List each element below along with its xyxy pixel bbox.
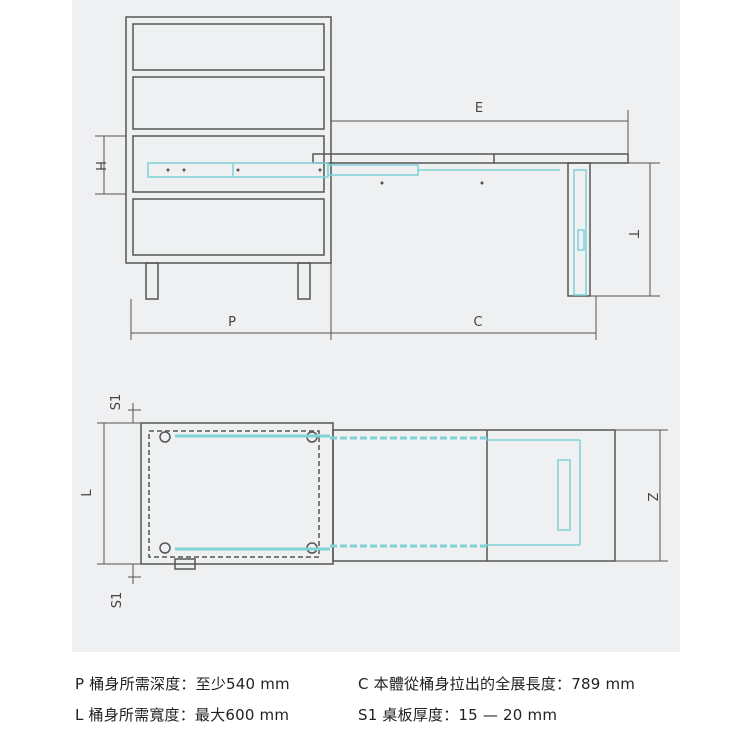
technical-drawing: E H T P C S1 L Z S1 <box>80 16 668 609</box>
table-board-top <box>332 429 616 562</box>
top-dimensions <box>97 403 668 584</box>
side-view <box>125 16 629 300</box>
table-board <box>312 153 629 164</box>
spec-depth-p: P 桶身所需深度：至少540 mm <box>75 675 290 693</box>
shelf-compartment-2 <box>132 76 325 130</box>
dim-label-T: T <box>625 229 640 238</box>
dim-label-L: L <box>80 489 95 497</box>
spec-width-l: L 桶身所需寬度：最大600 mm <box>75 706 290 724</box>
dim-label-H: H <box>92 161 107 171</box>
top-rails <box>175 434 581 551</box>
rail-extension <box>327 164 419 176</box>
dim-label-Z: Z <box>644 493 659 502</box>
side-dimensions <box>95 110 660 340</box>
support-leg <box>567 162 591 297</box>
shelf-compartment-3 <box>132 135 325 193</box>
dim-label-E: E <box>475 101 483 116</box>
leg-mechanism <box>573 169 587 296</box>
dim-label-C: C <box>473 315 482 330</box>
dim-label-S1-bottom: S1 <box>110 592 125 609</box>
cabinet-outline <box>125 16 332 264</box>
cabinet-leg-left <box>145 262 159 300</box>
drawing-background <box>72 0 680 652</box>
handle-clip <box>174 558 196 570</box>
dim-label-S1-top: S1 <box>109 394 124 411</box>
spec-thickness-s1: S1 桌板厚度：15 — 20 mm <box>358 706 558 724</box>
cabinet-top-outline <box>140 422 334 565</box>
side-rail <box>147 162 587 296</box>
spec-length-c: C 本體從桶身拉出的全展長度：789 mm <box>358 675 636 693</box>
shelf-compartment-1 <box>132 23 325 71</box>
drawer-hidden-outline <box>148 430 320 558</box>
dim-label-P: P <box>228 315 236 330</box>
top-view <box>140 422 616 570</box>
shelf-compartment-4 <box>132 198 325 256</box>
rail-screws <box>166 168 484 185</box>
cabinet-leg-right <box>297 262 311 300</box>
